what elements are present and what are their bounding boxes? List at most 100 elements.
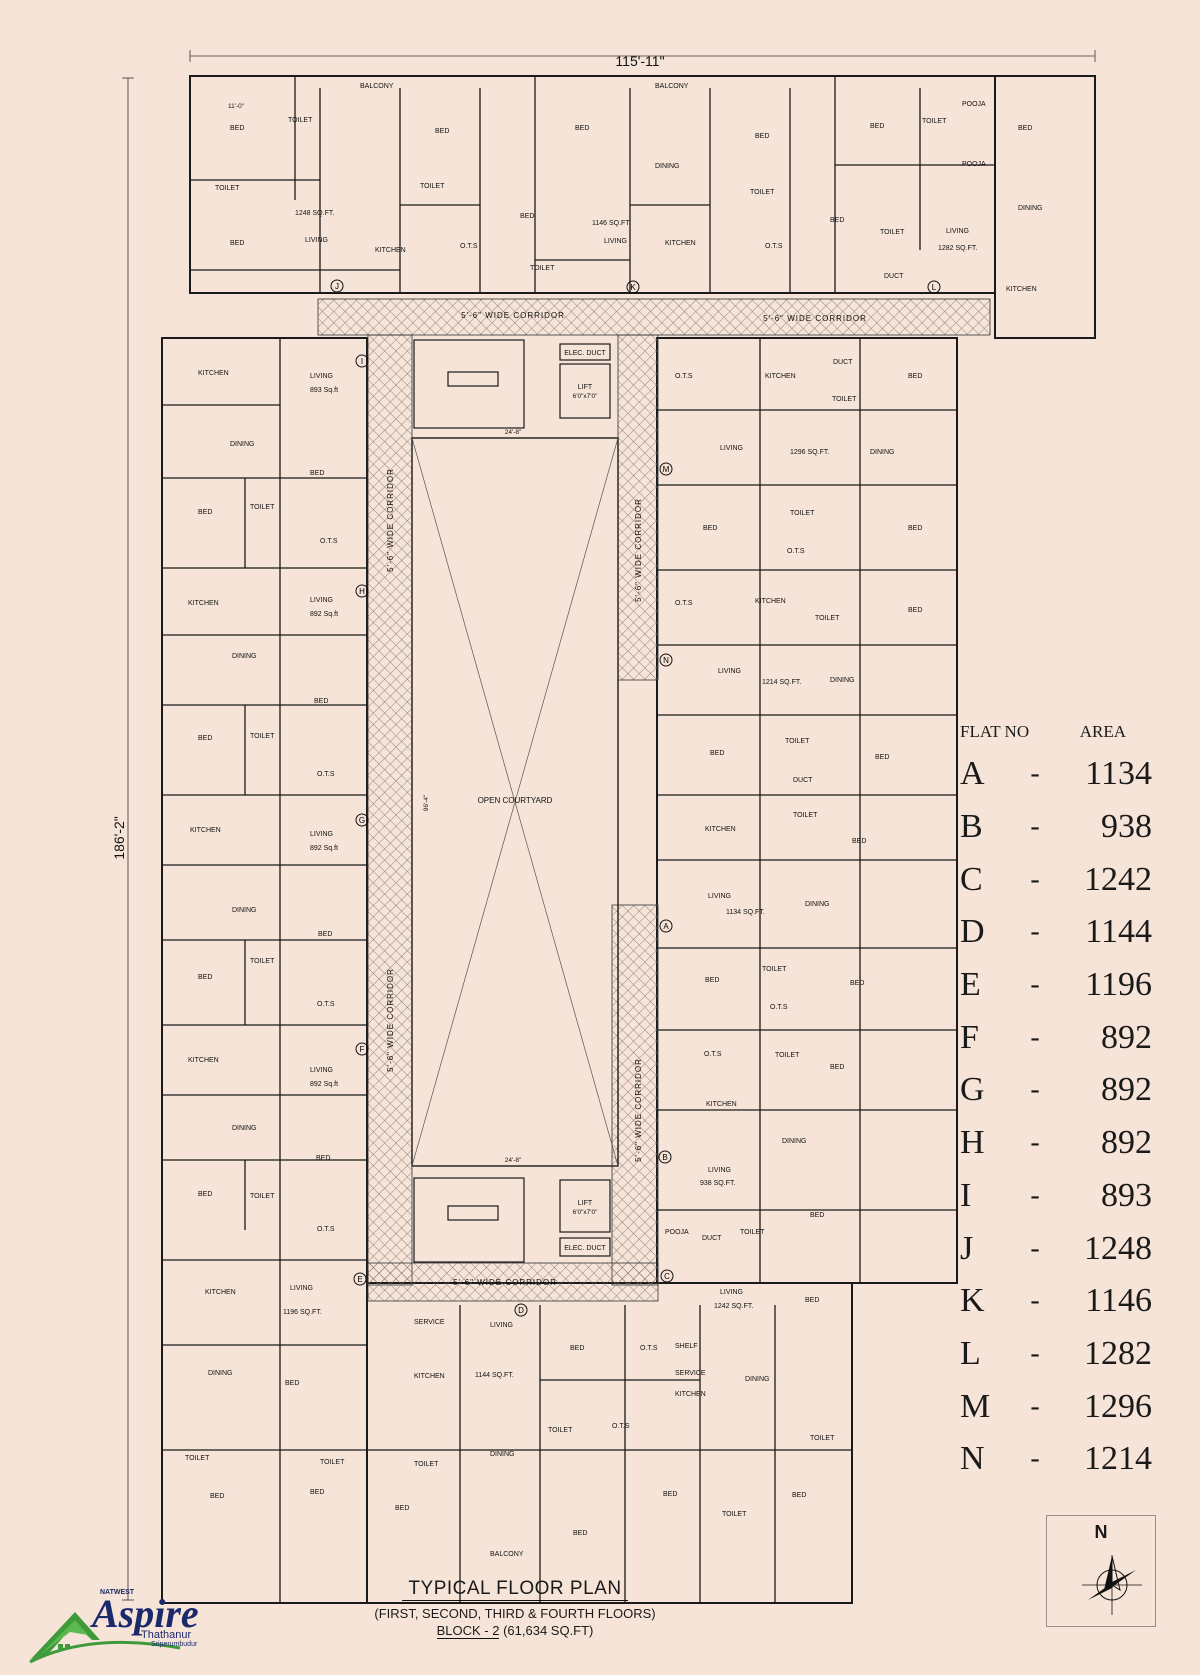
room-dining-f: DINING [232,1125,257,1132]
svg-text:E: E [357,1275,362,1284]
room-toilet-m2: TOILET [790,510,815,517]
area-row-f: F-892 [960,1011,1160,1064]
room-ots-a: O.T.S [770,1004,788,1011]
area-row-value: 1214 [1084,1440,1152,1478]
right-wing-rooms [657,338,957,1283]
room-living-k-area: 1146 SQ.FT. [592,220,631,227]
room-kitchen-c: KITCHEN [675,1391,706,1398]
room-bed-m1: BED [908,373,922,380]
room-living-n-area: 1214 SQ.FT. [762,679,801,686]
room-bed-g1: BED [318,931,332,938]
area-row-dash: - [1030,1179,1040,1211]
room-bed-b2: BED [810,1212,824,1219]
area-row-flat: A [960,755,985,793]
room-toilet-g: TOILET [250,958,275,965]
room-pooja-l2: POOJA [962,161,986,168]
room-toilet-c1: TOILET [722,1511,747,1518]
flat-marker-j: J [330,279,344,293]
area-row-flat: H [960,1124,985,1162]
room-living-a: LIVING [708,893,731,900]
area-row-value: 1196 [1085,966,1152,1004]
north-arrow-icon [1082,1555,1142,1615]
room-bed-i2: BED [198,509,212,516]
room-bed-j2: BED [435,128,449,135]
overall-height-label: 186'-2" [111,816,127,859]
room-living-h: LIVING [310,597,333,604]
flat-marker-h: H [355,584,369,598]
room-bed-j1: BED [230,125,244,132]
bottom-wing-labels: SERVICE KITCHEN TOILET BED LIVING 1144 S… [395,1289,835,1558]
room-bed-j3: BED [230,240,244,247]
top-wing-labels: BED 11'-0" TOILET BALCONY BED TOILET BED… [215,83,1043,293]
left-wing-rooms [162,338,367,1603]
corridor-label-top-left: 5'-6" WIDE CORRIDOR [461,311,565,320]
room-bed-c3: BED [805,1297,819,1304]
bottom-wing-rooms [367,1305,852,1603]
room-living-e: LIVING [290,1285,313,1292]
room-toilet-j1: TOILET [288,117,313,124]
room-toilet-k2: TOILET [750,189,775,196]
corridor-label-right-upper: 5'-6" WIDE CORRIDOR [634,498,643,602]
room-ots-m2: O.T.S [787,548,805,555]
room-toilet-a1: TOILET [793,812,818,819]
svg-text:A: A [663,922,669,931]
flat-marker-b: B [658,1150,672,1164]
area-row-dash: - [1030,1232,1040,1264]
building-outline [161,75,1096,1604]
room-dining-d: DINING [490,1451,515,1458]
room-toilet-k1: TOILET [530,265,555,272]
corridor-label-top-right: 5'-6" WIDE CORRIDOR [763,314,867,323]
room-kitchen-e: KITCHEN [205,1289,236,1296]
stair-lift-core-top [413,339,611,429]
area-row-j: J-1248 [960,1222,1160,1275]
room-living-i: LIVING [310,373,333,380]
svg-text:J: J [335,282,339,291]
area-row-value: 1144 [1085,913,1152,951]
area-row-dash: - [1030,811,1040,843]
room-dining-b: DINING [782,1138,807,1145]
area-row-value: 1282 [1084,1334,1152,1372]
svg-text:G: G [359,816,365,825]
room-duct-l: DUCT [884,273,904,280]
room-living-k: LIVING [604,238,627,245]
room-bed-a1: BED [852,838,866,845]
logo-mark [29,1612,181,1664]
room-dining-h: DINING [232,653,257,660]
corridor-label-right-lower: 5'-6" WIDE CORRIDOR [634,1058,643,1162]
area-row-a: A-1134 [960,748,1160,801]
room-kitchen-j: KITCHEN [375,247,406,254]
room-bed-h1: BED [314,698,328,705]
room-dining-c: DINING [745,1376,770,1383]
svg-text:N: N [663,656,669,665]
room-ots-d: O.T.S [612,1423,630,1430]
area-row-value: 1134 [1085,755,1152,793]
flat-marker-f: F [355,1042,369,1056]
room-bed-k2: BED [575,125,589,132]
room-bed-e1: BED [285,1380,299,1387]
room-living-f-area: 892 Sq.ft [310,1081,338,1088]
svg-text:B: B [662,1153,667,1162]
room-bed-j1-dims: 11'-0" [228,103,245,110]
room-kitchen-d: KITCHEN [414,1373,445,1380]
room-living-m: LIVING [720,445,743,452]
elec-duct-label-top: ELEC. DUCT [564,350,606,357]
courtyard-width-top: 24'-8" [505,429,522,436]
room-ots-b: O.T.S [704,1051,722,1058]
plan-title: TYPICAL FLOOR PLAN [402,1578,628,1601]
room-toilet-e1: TOILET [185,1455,210,1462]
room-living-g-area: 892 Sq.ft [310,845,338,852]
room-dining-g: DINING [232,907,257,914]
area-row-g: G-892 [960,1064,1160,1117]
area-row-k: K-1146 [960,1275,1160,1328]
svg-text:F: F [360,1045,365,1054]
svg-text:D: D [518,1306,524,1315]
plan-title-block: TYPICAL FLOOR PLAN (FIRST, SECOND, THIRD… [310,1578,720,1639]
room-living-b: LIVING [708,1167,731,1174]
room-bed-a3: BED [850,980,864,987]
room-bed-e3: BED [310,1489,324,1496]
flat-marker-a: A [659,919,673,933]
room-bed-a2: BED [705,977,719,984]
stair-lift-core-bottom [413,1177,611,1263]
area-row-flat: G [960,1071,985,1109]
room-living-c: LIVING [720,1289,743,1296]
